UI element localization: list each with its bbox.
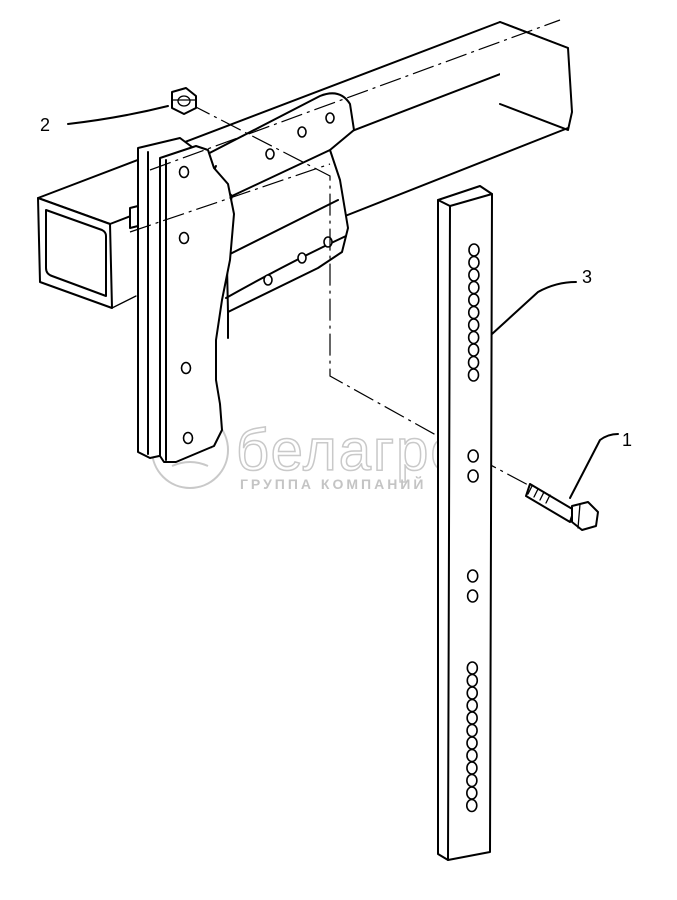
hex-nut-icon xyxy=(171,87,197,115)
front-plate-hole-4 xyxy=(182,431,194,445)
nut-body xyxy=(171,87,197,115)
bar-hole xyxy=(466,673,479,688)
front-plate-hole-3 xyxy=(180,361,192,375)
bar-hole xyxy=(468,280,480,295)
watermark: белагро ГРУППА КОМПАНИЙ xyxy=(151,411,465,492)
callouts: 2 3 1 xyxy=(40,105,632,499)
front-plate-hole-1 xyxy=(178,165,190,179)
bolt-shank xyxy=(525,483,575,523)
callout-2-leader xyxy=(67,105,169,125)
rear-plate-hole-3 xyxy=(265,148,275,160)
watermark-tagline: ГРУППА КОМПАНИЙ xyxy=(240,475,426,492)
bar-front-edge xyxy=(447,205,451,861)
bar-hole xyxy=(468,255,480,270)
rear-plate-hole-5 xyxy=(297,252,307,264)
bracket-front-plates xyxy=(129,137,235,463)
bar-hole xyxy=(467,368,480,382)
bar-hole xyxy=(465,798,478,813)
bar-hole xyxy=(466,773,478,788)
callout-2-label: 2 xyxy=(40,115,50,135)
bar-hole xyxy=(467,469,479,483)
bar-hole xyxy=(467,343,480,357)
rear-plate-midline xyxy=(225,199,339,257)
bar-hole xyxy=(466,686,479,700)
bar-hole xyxy=(467,355,480,370)
bar-hole xyxy=(468,268,480,282)
bar-hole xyxy=(466,761,478,775)
bar-hole xyxy=(467,293,480,307)
beam-right-end xyxy=(499,21,573,131)
nut-bore xyxy=(177,95,191,107)
bar-holes xyxy=(465,243,480,813)
bolt-head xyxy=(571,501,599,531)
rear-plate-outline xyxy=(195,92,355,313)
front-plate-tab xyxy=(129,205,139,229)
front-plate-front xyxy=(159,145,235,463)
rear-plate-hole-6 xyxy=(263,274,273,286)
bar-hole xyxy=(466,569,479,583)
centerline-mid xyxy=(129,163,331,233)
bar-hole xyxy=(467,449,479,463)
bar-hole xyxy=(468,243,480,257)
front-plate-hole-2 xyxy=(178,231,190,245)
bar-hole xyxy=(466,736,478,750)
callout-1-label: 1 xyxy=(622,430,632,450)
beam-tube-inner xyxy=(45,209,107,297)
bar-hole xyxy=(466,698,478,713)
callout-1-leader xyxy=(569,433,619,499)
bar-outline xyxy=(437,185,493,861)
bar-hole xyxy=(467,330,480,345)
callout-3-label: 3 xyxy=(582,267,592,287)
rear-plate-fold xyxy=(231,149,331,197)
beam-lower-edge xyxy=(111,295,137,309)
perforated-bar xyxy=(437,185,493,861)
bar-hole xyxy=(466,589,479,603)
rear-plate-curve xyxy=(225,235,347,299)
bar-hole xyxy=(467,318,480,332)
hex-bolt-icon xyxy=(525,483,599,531)
bar-hole xyxy=(466,723,478,738)
callout-3-leader xyxy=(491,281,577,335)
bar-hole xyxy=(466,661,479,675)
bar-hole xyxy=(466,748,478,763)
centerline-top xyxy=(149,19,561,171)
rear-plate-hole-1 xyxy=(325,112,335,124)
bar-hole xyxy=(466,711,478,725)
bar-hole xyxy=(466,786,478,800)
bolt-head-edge xyxy=(577,503,581,529)
bolt-thread xyxy=(527,485,551,504)
rear-plate-hole-4 xyxy=(323,236,333,248)
watermark-brand: белагро xyxy=(236,418,465,483)
bar-hole xyxy=(467,305,480,320)
rear-plate-hole-2 xyxy=(297,126,307,138)
